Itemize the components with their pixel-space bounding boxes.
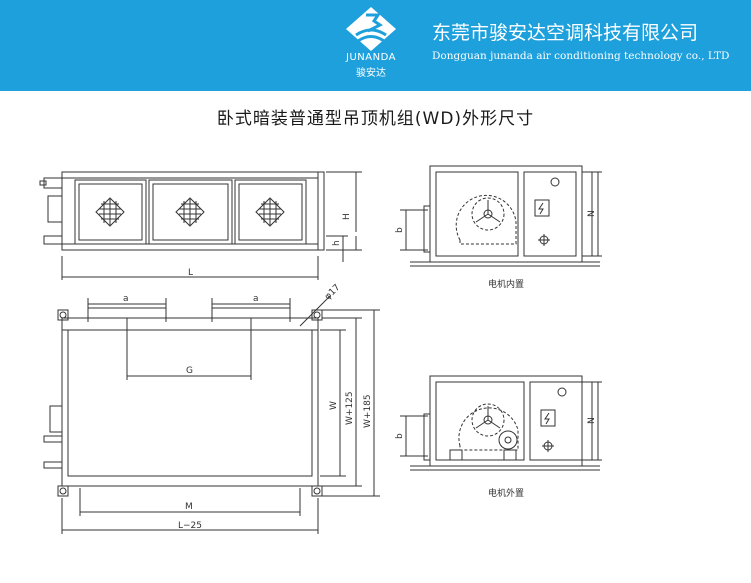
dim-N-internal-label: N (587, 210, 597, 217)
caption-motor-external: 电机外置 (488, 487, 524, 499)
brand-name-en: JUNANDA (346, 52, 396, 63)
dim-G-label: G (186, 366, 193, 376)
side-view-motor-internal (400, 165, 602, 267)
company-name-en: Dongguan junanda air conditioning techno… (432, 50, 730, 62)
caption-motor-internal: 电机内置 (488, 278, 524, 290)
dim-L25-label: L−25 (178, 521, 202, 531)
front-view (39, 171, 362, 280)
junanda-logo (336, 5, 406, 85)
page-title: 卧式暗装普通型吊顶机组(WD)外形尺寸 (216, 109, 535, 129)
dim-W185-label: W+185 (363, 394, 373, 428)
dim-W125-label: W+125 (345, 391, 355, 425)
dim-a-right-label: a (253, 294, 259, 304)
dim-a-left-label: a (123, 294, 129, 304)
dim-b-internal-label: b (395, 227, 405, 233)
company-name-cn: 东莞市骏安达空调科技有限公司 (432, 22, 699, 44)
dim-b-external-label: b (395, 433, 405, 439)
top-view (43, 295, 380, 534)
electric-icon (538, 202, 544, 215)
dim-N-external-label: N (587, 417, 597, 424)
dim-h-label: h (332, 240, 342, 246)
side-view-motor-external (400, 375, 602, 471)
dim-W-label: W (329, 401, 339, 410)
front-grille-1 (95, 197, 125, 227)
electric-icon (544, 412, 550, 425)
front-grille-2 (175, 197, 205, 227)
dim-H-label: H (342, 213, 352, 220)
dim-phi-label: φ17 (323, 283, 342, 302)
brand-name-cn: 骏安达 (356, 68, 386, 79)
dim-M-label: M (185, 502, 193, 512)
front-grille-3 (255, 197, 285, 227)
dim-L-label: L (188, 268, 193, 278)
